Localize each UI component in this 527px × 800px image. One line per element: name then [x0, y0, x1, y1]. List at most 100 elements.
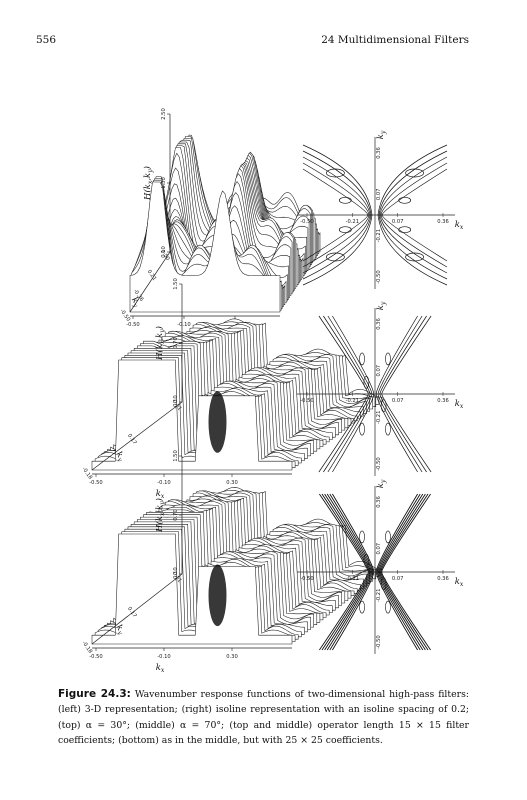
isoline-oval: [359, 422, 365, 436]
ky-axis-label: ky​: [376, 301, 387, 310]
y-axis-label: ky​: [113, 450, 127, 464]
isoline: [323, 315, 371, 473]
page-number: 556: [36, 34, 57, 46]
isoline-oval: [385, 422, 391, 436]
isoline: [379, 315, 427, 473]
figure: 2.501.300.10H(kx​,ky​)0.500.21-0.36-0.50…: [81, 108, 464, 674]
isoline-oval: [385, 600, 391, 614]
z-axis-label: H(kx​,ky​): [154, 326, 166, 361]
isoline: [375, 493, 418, 651]
isoline-oval: [380, 399, 387, 413]
z-axis-label: H(kx​,ky​): [142, 166, 154, 201]
isoline-oval: [363, 375, 370, 389]
y-axis: [129, 251, 171, 313]
ky-axis-label: ky​: [376, 479, 387, 488]
kx-tick-label: -0.21: [346, 398, 359, 404]
x-tick-label: -0.10: [157, 654, 170, 660]
isoline: [378, 150, 448, 280]
isoline-oval: [359, 600, 365, 614]
z-axis-label: H(kx​,ky​): [154, 498, 166, 533]
isoline: [381, 315, 432, 473]
isoline-oval: [338, 226, 352, 234]
isoline: [329, 493, 374, 651]
isoline-oval: [359, 352, 365, 366]
isoline: [302, 144, 373, 286]
isoline: [332, 493, 375, 651]
figure-plots: 2.501.300.10H(kx​,ky​)0.500.21-0.36-0.50…: [81, 108, 464, 674]
isoline-oval: [363, 553, 370, 567]
isoline-oval: [380, 577, 387, 591]
isoline: [326, 493, 373, 651]
isoline: [380, 493, 431, 651]
kx-tick-label: -0.50: [300, 219, 313, 225]
caption-label: Figure 24.3:: [58, 688, 131, 700]
z-tick-label: -0.10: [173, 395, 179, 408]
isoline: [327, 315, 373, 473]
isoline-oval: [326, 168, 345, 178]
surface-trace: [91, 533, 293, 645]
ky-tick-label: 0.36: [376, 147, 382, 159]
isoline: [378, 493, 426, 651]
kx-tick-label: -0.50: [300, 576, 313, 582]
kx-axis-label: kx​: [455, 399, 464, 410]
isoline: [377, 315, 423, 473]
x-tick-label: -0.50: [89, 480, 102, 486]
z-tick-label: 0.10: [161, 246, 167, 258]
ky-tick-label: 0.07: [376, 365, 382, 377]
ky-tick-label: -0.50: [376, 457, 382, 470]
kx-tick-label: -0.21: [346, 219, 359, 225]
isoline-oval: [398, 196, 412, 204]
isoline: [377, 493, 424, 651]
ky-tick-label: 0.36: [376, 496, 382, 508]
isoline: [319, 493, 370, 651]
isoline-oval: [326, 252, 345, 262]
isoline: [302, 156, 371, 274]
ky-tick-label: -0.21: [376, 589, 382, 602]
ky-tick-label: -0.21: [376, 411, 382, 424]
y-tick-label: 0.21: [146, 269, 158, 282]
surface-trace: [129, 181, 281, 313]
isoline-oval: [398, 226, 412, 234]
ky-tick-label: 0.07: [376, 189, 382, 201]
x-tick-label: 0.30: [226, 654, 238, 660]
isoline: [321, 493, 371, 651]
isoline: [318, 315, 369, 473]
z-tick-label: -0.10: [173, 567, 179, 580]
z-tick-label: 0.70: [173, 337, 179, 349]
kx-tick-label: 0.07: [392, 576, 404, 582]
kx-tick-label: 0.36: [437, 576, 449, 582]
y-tick-label: 0.51: [171, 399, 183, 412]
y-tick-label: 0.17: [126, 606, 138, 619]
x-tick-label: 0.30: [226, 480, 238, 486]
ky-tick-label: -0.50: [376, 635, 382, 648]
surface-plot-top: 2.501.300.10H(kx​,ky​)0.500.21-0.36-0.50…: [119, 108, 321, 342]
x-tick-label: -0.10: [177, 322, 190, 328]
x-tick-label: -0.50: [89, 654, 102, 660]
kx-tick-label: 0.36: [437, 219, 449, 225]
ky-tick-label: 0.07: [376, 543, 382, 555]
y-tick-label: 0.50: [159, 249, 171, 262]
x-axis-label: kx​: [156, 663, 165, 674]
y-tick-label: -0.18: [81, 466, 94, 480]
isoline: [379, 493, 429, 651]
kx-axis-label: kx​: [455, 220, 464, 231]
isoline: [302, 168, 369, 262]
isoline: [381, 168, 448, 262]
surface-trace: [91, 359, 293, 471]
z-tick-label: 1.50: [173, 450, 179, 462]
ky-tick-label: -0.21: [376, 229, 382, 242]
z-tick-label: 2.50: [161, 108, 167, 120]
x-axis-label: kx​: [156, 489, 165, 500]
isoline-oval: [405, 252, 424, 262]
page-header: 556 24 Multidimensional Filters: [36, 34, 469, 48]
y-axis: [91, 573, 183, 645]
isoline: [302, 150, 372, 280]
isoline: [302, 162, 370, 268]
kx-tick-label: -0.21: [346, 576, 359, 582]
contour-plot-bottom: -0.50-0.210.070.360.360.07-0.21-0.50kx​k…: [297, 479, 464, 654]
y-axis-label: ky​: [128, 295, 142, 309]
caption-text: Wavenumber response functions of two-dim…: [58, 689, 469, 746]
contour-plot-top: -0.50-0.210.070.360.360.07-0.21-0.50kx​k…: [297, 130, 464, 289]
y-tick-label: 0.51: [171, 571, 183, 584]
surface-plot-middle: 1.500.70-0.10H(kx​,ky​)0.510.17-0.18ky​-…: [81, 278, 383, 500]
